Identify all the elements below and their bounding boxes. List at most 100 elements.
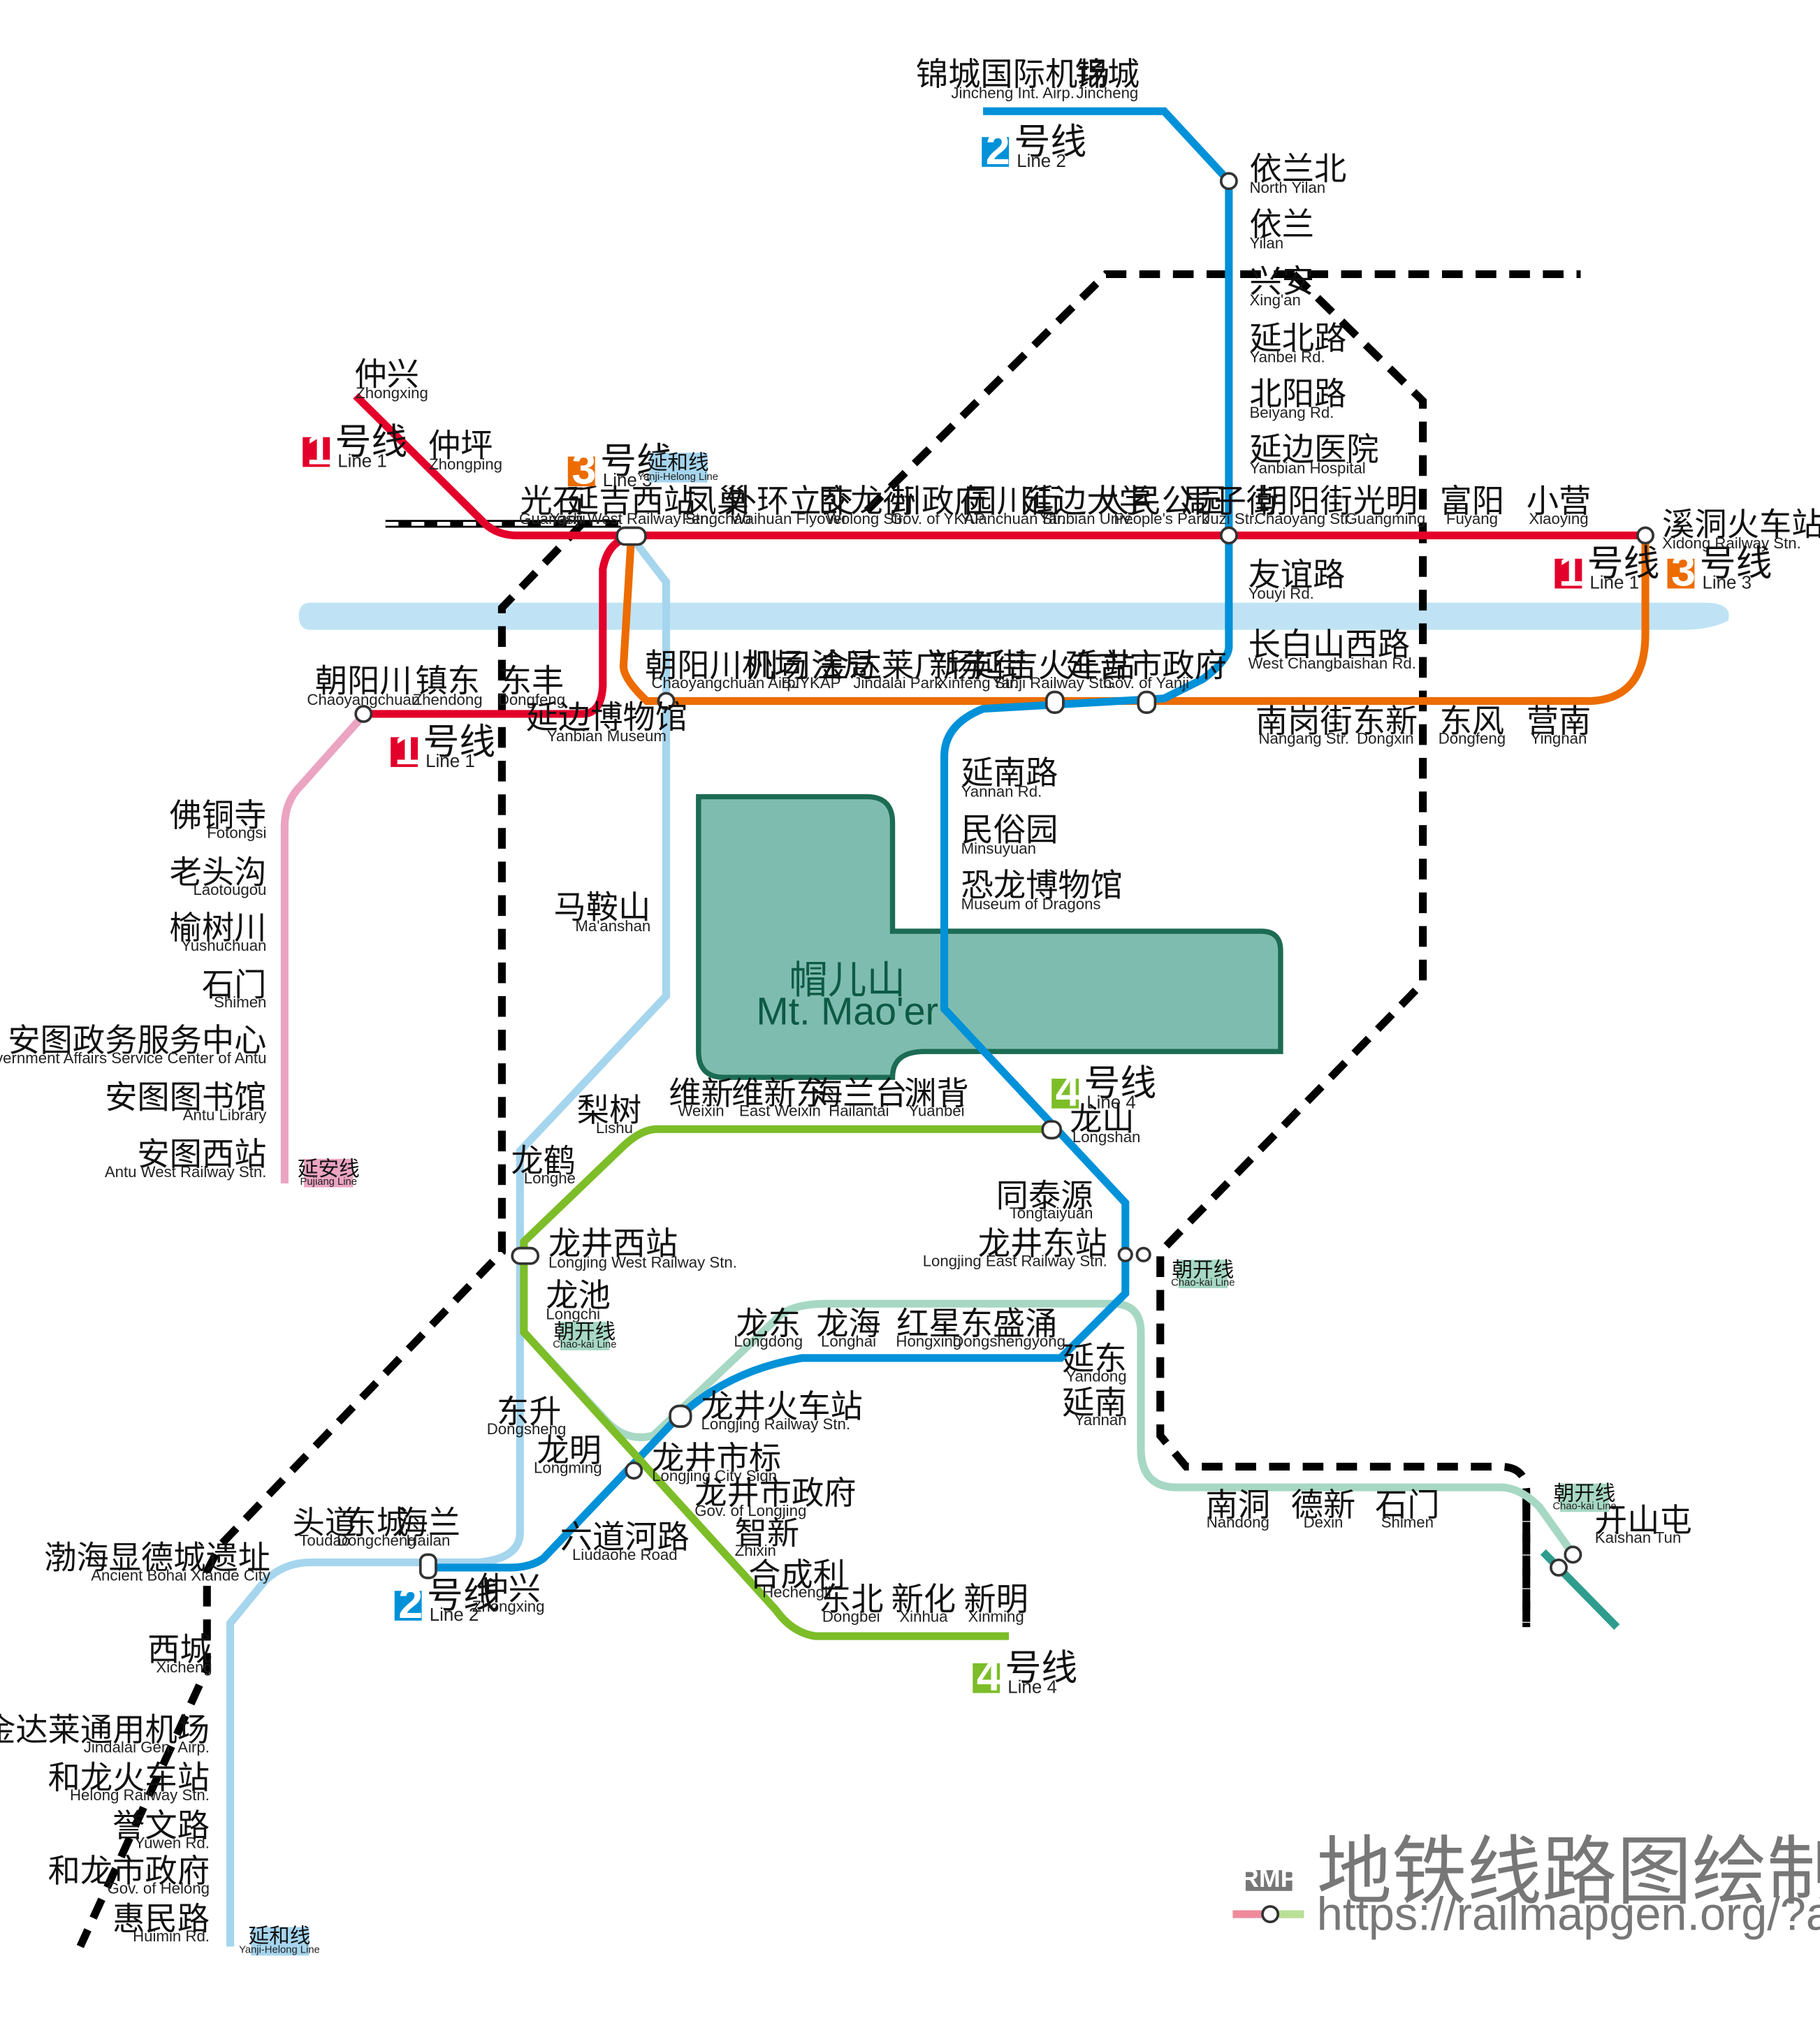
- station-dongshengyong[interactable]: 东盛涌: [961, 1305, 1058, 1343]
- station-yannan2[interactable]: 延南: [1062, 1384, 1127, 1422]
- station-xinhua[interactable]: 新化: [891, 1580, 956, 1618]
- station-govhelong[interactable]: 和龙市政府: [48, 1852, 210, 1890]
- station-bohai[interactable]: 渤海显德城遗址: [44, 1539, 270, 1577]
- station-ljcitysign[interactable]: 龙井市标: [652, 1439, 781, 1477]
- station-yuwen[interactable]: 誉文路: [112, 1807, 210, 1844]
- interchange-hailan[interactable]: [418, 1553, 437, 1580]
- station-xinming[interactable]: 新明: [963, 1580, 1028, 1618]
- station-bjykap[interactable]: 州司法局: [746, 646, 875, 684]
- station-ljstn[interactable]: 龙井火车站: [701, 1387, 862, 1425]
- station-fengchao[interactable]: 凤巢: [684, 482, 749, 520]
- station-helongstn[interactable]: 和龙火车站: [48, 1758, 210, 1796]
- station-laotougou[interactable]: 老头沟: [170, 854, 267, 891]
- station-wolong[interactable]: 卧龙街: [818, 482, 915, 520]
- station-fuyang[interactable]: 富阳: [1440, 482, 1505, 520]
- station-liudaohe[interactable]: 六道河路: [560, 1518, 690, 1556]
- station-hailan[interactable]: 海兰: [396, 1504, 461, 1542]
- station-xingan[interactable]: 兴安: [1249, 262, 1314, 300]
- station-zhongxing2[interactable]: 仲兴: [476, 1570, 541, 1607]
- station-weixin[interactable]: 维新: [669, 1074, 734, 1112]
- interchange-chaoyangchuan[interactable]: [354, 705, 373, 723]
- interchange-northyilan[interactable]: [1219, 172, 1238, 191]
- station-youyi[interactable]: 友谊路: [1248, 556, 1346, 594]
- station-jincheng[interactable]: 锦城: [1075, 55, 1140, 93]
- station-ybmuseum[interactable]: 延边博物馆: [526, 698, 687, 736]
- station-yuanbei[interactable]: 渊背: [904, 1074, 969, 1112]
- station-yannan[interactable]: 延南路: [961, 754, 1058, 791]
- station-dongbei[interactable]: 东北: [819, 1580, 884, 1618]
- station-guangshi[interactable]: 光石: [520, 482, 585, 520]
- station-dongfeng3[interactable]: 东风: [1440, 702, 1505, 740]
- station-shimen2[interactable]: 石门: [1375, 1486, 1440, 1524]
- station-northyilan[interactable]: 依兰北: [1249, 149, 1346, 187]
- interchange-juzi[interactable]: [1219, 526, 1238, 545]
- station-zhendong[interactable]: 镇东: [415, 662, 480, 700]
- station-guangming[interactable]: 光明: [1353, 482, 1418, 520]
- station-tongtaiyuan[interactable]: 同泰源: [996, 1176, 1093, 1214]
- station-huimin[interactable]: 惠民路: [112, 1899, 210, 1937]
- watermark-url[interactable]: https://railmapgen.org/?app=rmp: [1317, 1888, 1820, 1940]
- station-shimen1[interactable]: 石门: [202, 966, 267, 1004]
- station-cycairp[interactable]: 朝阳川机场: [645, 646, 806, 684]
- station-dongxin[interactable]: 东新: [1353, 702, 1418, 740]
- interchange-yjwest[interactable]: [616, 526, 647, 546]
- station-xidong[interactable]: 溪洞火车站: [1662, 505, 1820, 543]
- station-maanshan[interactable]: 马鞍山: [553, 888, 650, 926]
- station-fotongsi[interactable]: 佛铜寺: [170, 796, 267, 834]
- station-antugov[interactable]: 安图政务服务中心: [8, 1021, 266, 1059]
- station-xiaoying[interactable]: 小营: [1527, 482, 1592, 520]
- interchange-longshan[interactable]: [1041, 1120, 1063, 1140]
- station-hailantai[interactable]: 海兰台: [810, 1074, 908, 1112]
- station-ljeast[interactable]: 龙井东站: [978, 1225, 1107, 1262]
- station-minsuyuan[interactable]: 民俗园: [961, 810, 1058, 848]
- station-dragons[interactable]: 恐龙博物馆: [961, 866, 1123, 904]
- station-ykap[interactable]: 州政府: [889, 482, 987, 520]
- station-govlongjing[interactable]: 龙井市政府: [694, 1474, 856, 1512]
- station-changbaishan[interactable]: 长白山西路: [1248, 626, 1410, 664]
- station-zhongxing1[interactable]: 仲兴: [354, 356, 419, 393]
- station-ybuniv[interactable]: 延边大学: [1022, 482, 1151, 520]
- interchange-ljeast-a[interactable]: [1117, 1246, 1133, 1262]
- station-zhongping[interactable]: 仲坪: [428, 427, 493, 465]
- station-peoplespark[interactable]: 人民公园: [1097, 482, 1226, 520]
- station-longchi[interactable]: 龙池: [546, 1276, 611, 1314]
- station-nandong[interactable]: 南洞: [1206, 1486, 1271, 1524]
- station-yushuchuan[interactable]: 榆树川: [170, 909, 267, 947]
- station-yjwest[interactable]: 延吉西站: [567, 482, 696, 520]
- station-dexin[interactable]: 德新: [1291, 1486, 1356, 1524]
- station-longming[interactable]: 龙明: [537, 1431, 602, 1469]
- interchange-yanjistn[interactable]: [1044, 690, 1065, 714]
- interchange-ljcitysign[interactable]: [625, 1461, 643, 1480]
- station-toudao[interactable]: 头道: [292, 1504, 357, 1542]
- station-yandong[interactable]: 延东: [1062, 1340, 1127, 1378]
- station-longdong[interactable]: 龙东: [736, 1305, 801, 1343]
- station-longshan[interactable]: 龙山: [1070, 1100, 1135, 1138]
- station-lishu[interactable]: 梨树: [577, 1091, 642, 1129]
- station-govyanji[interactable]: 延吉市政府: [1065, 646, 1227, 684]
- interchange-govyanji[interactable]: [1137, 690, 1157, 714]
- station-ljwest[interactable]: 龙井西站: [548, 1225, 678, 1262]
- station-xinfeng[interactable]: 新丰街: [929, 646, 1026, 684]
- station-jinchengairp[interactable]: 锦城国际机场: [916, 55, 1110, 93]
- interchange-xidong[interactable]: [1636, 526, 1654, 545]
- station-longhe[interactable]: 龙鹤: [511, 1141, 576, 1179]
- interchange-ljeast-b[interactable]: [1135, 1246, 1151, 1262]
- station-dongsheng[interactable]: 东升: [497, 1393, 562, 1431]
- station-yingnan[interactable]: 营南: [1527, 702, 1592, 740]
- interchange-ljstn[interactable]: [669, 1404, 692, 1428]
- station-jindalaipark[interactable]: 金达莱广场: [817, 646, 978, 684]
- station-yilan[interactable]: 依兰: [1249, 205, 1314, 243]
- station-hechengli[interactable]: 合成利: [748, 1556, 845, 1593]
- station-eastweixin[interactable]: 维新东: [731, 1074, 829, 1112]
- station-chaoyang[interactable]: 朝阳街: [1255, 482, 1353, 520]
- interchange-ljwest[interactable]: [511, 1246, 540, 1265]
- station-zhixin[interactable]: 智新: [735, 1515, 800, 1552]
- station-dongfeng1[interactable]: 东丰: [500, 662, 565, 700]
- station-jindalaiairp[interactable]: 金达莱通用机场: [0, 1711, 210, 1749]
- station-chaoyangchuan[interactable]: 朝阳川: [315, 662, 412, 700]
- station-beiyang[interactable]: 北阳路: [1249, 374, 1346, 412]
- station-longhai[interactable]: 龙海: [816, 1305, 881, 1343]
- station-juzi[interactable]: 局子街: [1181, 482, 1279, 520]
- station-antuwest[interactable]: 安图西站: [137, 1135, 266, 1173]
- station-ybhosp[interactable]: 延边医院: [1249, 430, 1378, 468]
